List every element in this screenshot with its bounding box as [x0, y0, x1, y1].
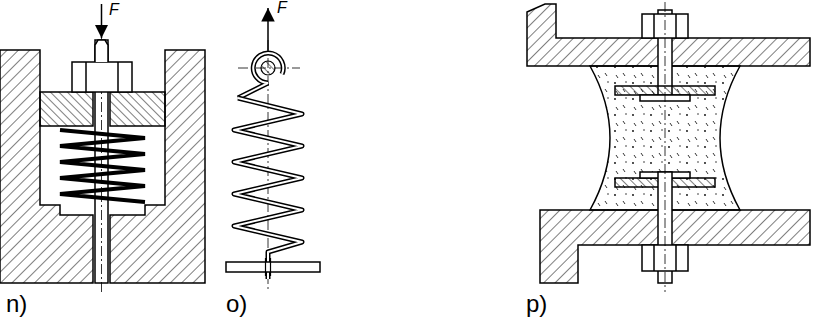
force-label: F: [277, 0, 287, 16]
rubber-mount: [527, 2, 810, 292]
tension-spring: [226, 8, 320, 290]
force-label: F: [109, 2, 119, 18]
figure-label: o): [226, 292, 247, 316]
spring-housing: [0, 4, 205, 292]
figure-label: p): [526, 292, 547, 316]
figure-label: n): [6, 292, 27, 316]
